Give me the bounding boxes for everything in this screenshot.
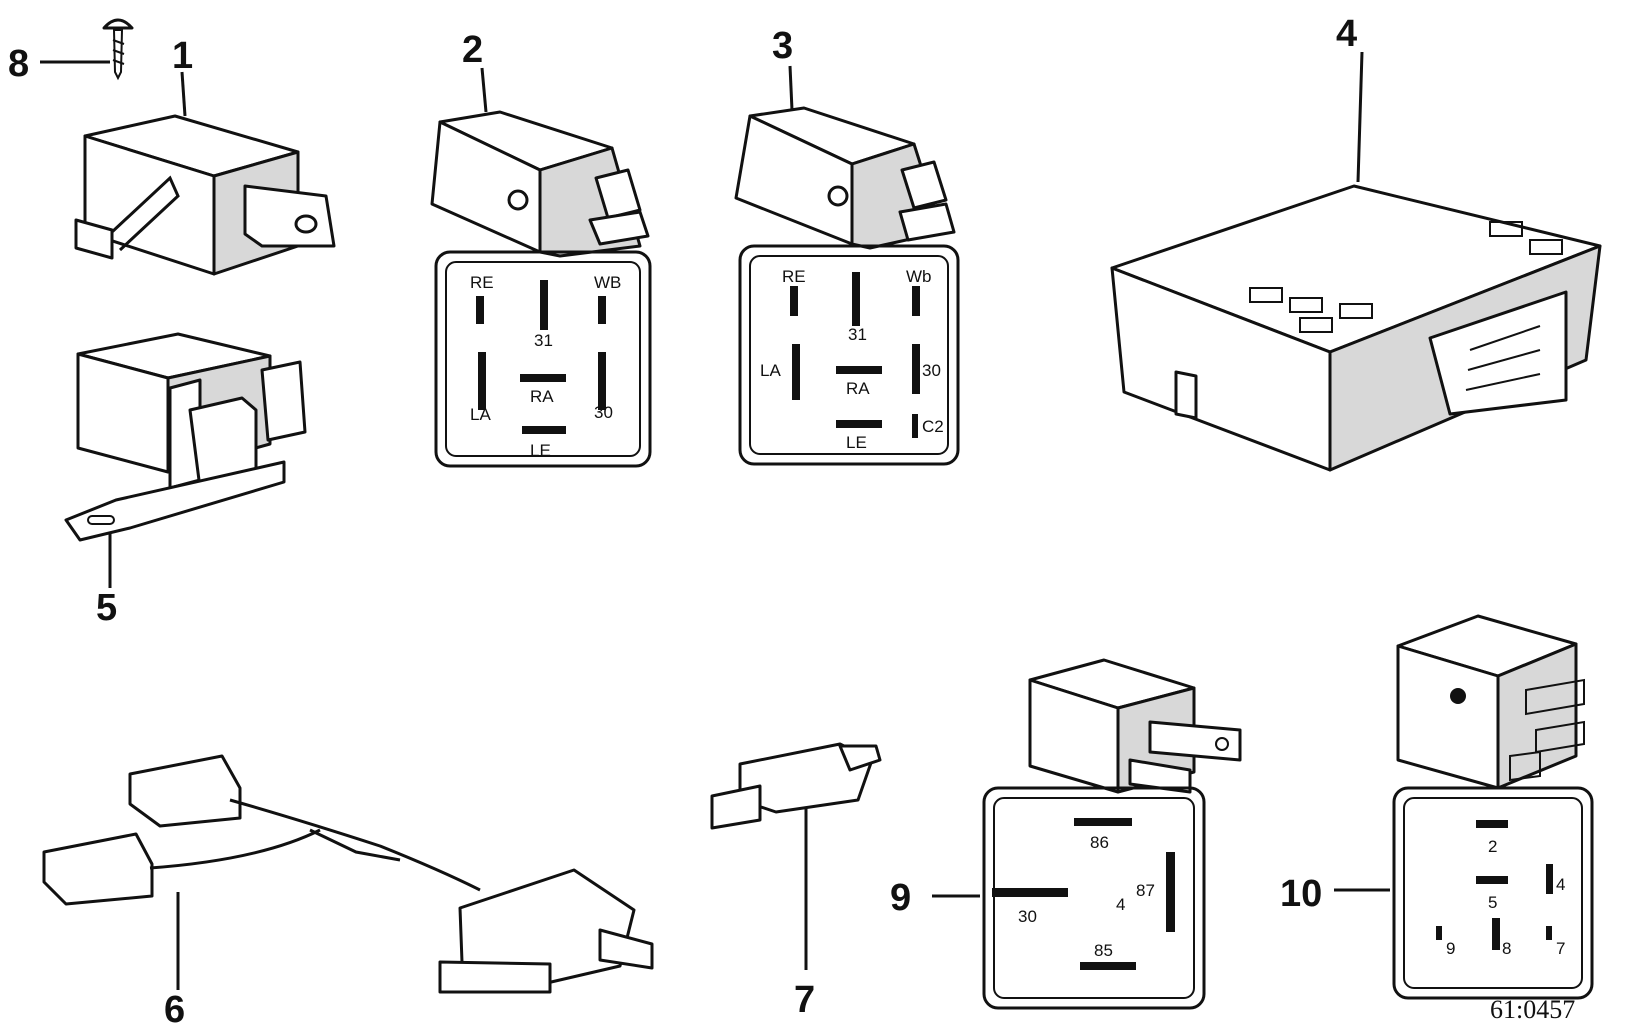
svg-text:5: 5 bbox=[1488, 893, 1497, 912]
relay-2-pin-diagram: RE WB 31 RA LA 30 LE bbox=[434, 250, 652, 468]
svg-text:8: 8 bbox=[1502, 939, 1511, 958]
svg-text:31: 31 bbox=[848, 325, 867, 344]
drawing-reference: 61:0457 bbox=[1490, 995, 1575, 1024]
callout-2: 2 bbox=[462, 29, 483, 71]
relay-3-pin-diagram: RE Wb 31 LA 30 RA C2 LE bbox=[738, 244, 960, 466]
callout-6: 6 bbox=[164, 989, 185, 1028]
callout-1: 1 bbox=[172, 35, 193, 77]
callout-5: 5 bbox=[96, 587, 117, 629]
callout-10: 10 bbox=[1280, 873, 1322, 915]
part-9-relay bbox=[1028, 658, 1242, 794]
svg-text:LE: LE bbox=[846, 433, 867, 452]
svg-text:LA: LA bbox=[760, 361, 781, 380]
svg-text:RA: RA bbox=[846, 379, 870, 398]
relay-9-pin-diagram: 86 87 30 4 85 9 bbox=[890, 786, 1206, 1010]
part-4-control-unit: 4 bbox=[1110, 13, 1602, 472]
svg-text:30: 30 bbox=[594, 403, 613, 422]
part-1-relay: 1 bbox=[74, 35, 336, 276]
svg-text:30: 30 bbox=[922, 361, 941, 380]
part-3-relay: 3 bbox=[734, 25, 956, 250]
part-8-screw: 8 bbox=[8, 18, 134, 85]
part-6-harness: 6 bbox=[42, 754, 654, 1028]
svg-text:7: 7 bbox=[1556, 939, 1565, 958]
svg-text:RE: RE bbox=[470, 273, 494, 292]
part-2-relay: 2 bbox=[430, 29, 650, 258]
relay-10-pin-diagram: 2 5 4 9 8 7 10 bbox=[1280, 786, 1594, 1000]
svg-text:LA: LA bbox=[470, 405, 491, 424]
svg-text:RE: RE bbox=[782, 267, 806, 286]
svg-text:85: 85 bbox=[1094, 941, 1113, 960]
callout-4: 4 bbox=[1336, 13, 1357, 55]
part-10-relay bbox=[1396, 614, 1585, 790]
svg-text:87: 87 bbox=[1136, 881, 1155, 900]
svg-text:4: 4 bbox=[1116, 895, 1125, 914]
callout-7: 7 bbox=[794, 979, 815, 1021]
svg-text:31: 31 bbox=[534, 331, 553, 350]
svg-text:RA: RA bbox=[530, 387, 554, 406]
svg-text:2: 2 bbox=[1488, 837, 1497, 856]
svg-text:9: 9 bbox=[1446, 939, 1455, 958]
svg-text:30: 30 bbox=[1018, 907, 1037, 926]
part-5-relay: 5 bbox=[64, 332, 307, 629]
callout-3: 3 bbox=[772, 25, 793, 67]
callout-8: 8 bbox=[8, 43, 29, 85]
svg-text:C2: C2 bbox=[922, 417, 944, 436]
part-7-connector: 7 bbox=[710, 742, 882, 1021]
svg-text:LE: LE bbox=[530, 441, 551, 460]
svg-text:Wb: Wb bbox=[906, 267, 932, 286]
svg-text:86: 86 bbox=[1090, 833, 1109, 852]
svg-text:4: 4 bbox=[1556, 875, 1565, 894]
svg-text:WB: WB bbox=[594, 273, 621, 292]
callout-9: 9 bbox=[890, 877, 911, 919]
